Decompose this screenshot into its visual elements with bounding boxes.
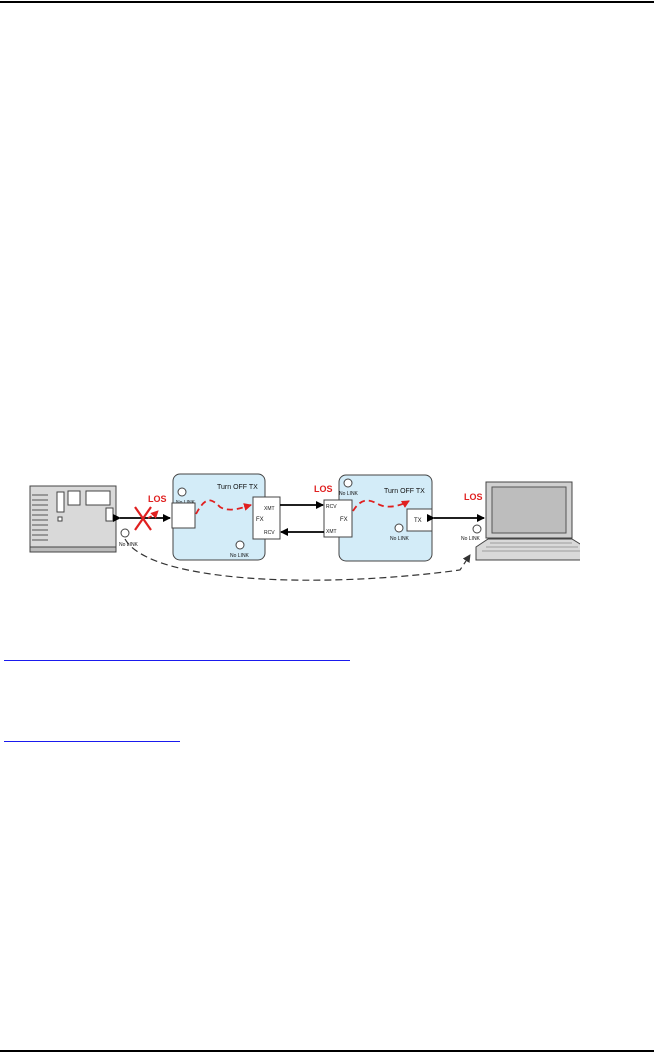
turn-off-tx-label: Turn OFF TX	[384, 488, 425, 495]
los-propagation-arrow	[195, 499, 252, 515]
los-propagation-arrow	[352, 499, 410, 512]
rcv-label: RCV	[264, 530, 275, 536]
hyperlink-underline[interactable]	[4, 660, 350, 661]
copper-port	[171, 502, 196, 529]
fx-label: FX	[256, 517, 264, 523]
end-to-end-dashed-path	[124, 538, 471, 581]
los-label: LOS	[314, 484, 333, 494]
header-rule	[0, 1, 654, 3]
rcv-label: RCV	[326, 504, 337, 510]
fx-port-left	[252, 496, 281, 540]
los-label: LOS	[464, 492, 483, 502]
no-link-label: No LINK	[461, 536, 481, 542]
led-indicator-icon	[394, 523, 404, 533]
no-link-label: No LINK	[119, 542, 139, 548]
no-link-label: No LINK	[339, 491, 359, 497]
led-indicator-icon	[235, 540, 245, 550]
los-propagation-arrow	[147, 510, 159, 519]
led-indicator-icon	[177, 487, 187, 497]
hyperlink-underline[interactable]	[4, 741, 180, 742]
xmt-label: XMT	[264, 506, 275, 512]
los-diagram: No LINK Turn OFF TX FX XMT RCV No LINK N…	[29, 473, 580, 581]
server-device-icon	[29, 485, 117, 553]
fx-port-right	[323, 499, 353, 538]
led-indicator-icon	[120, 528, 130, 538]
led-indicator-icon	[472, 524, 482, 534]
no-link-label: No LINK	[230, 553, 250, 559]
los-label: LOS	[148, 494, 167, 504]
no-link-label: No LINK	[390, 536, 410, 542]
led-indicator-icon	[343, 478, 353, 488]
fx-label: FX	[340, 517, 348, 523]
link-failure-x-icon	[134, 506, 152, 531]
tx-label: TX	[414, 518, 422, 524]
turn-off-tx-label: Turn OFF TX	[217, 484, 258, 491]
xmt-label: XMT	[326, 529, 337, 535]
footer-rule	[0, 1050, 654, 1052]
laptop-icon	[475, 481, 580, 561]
